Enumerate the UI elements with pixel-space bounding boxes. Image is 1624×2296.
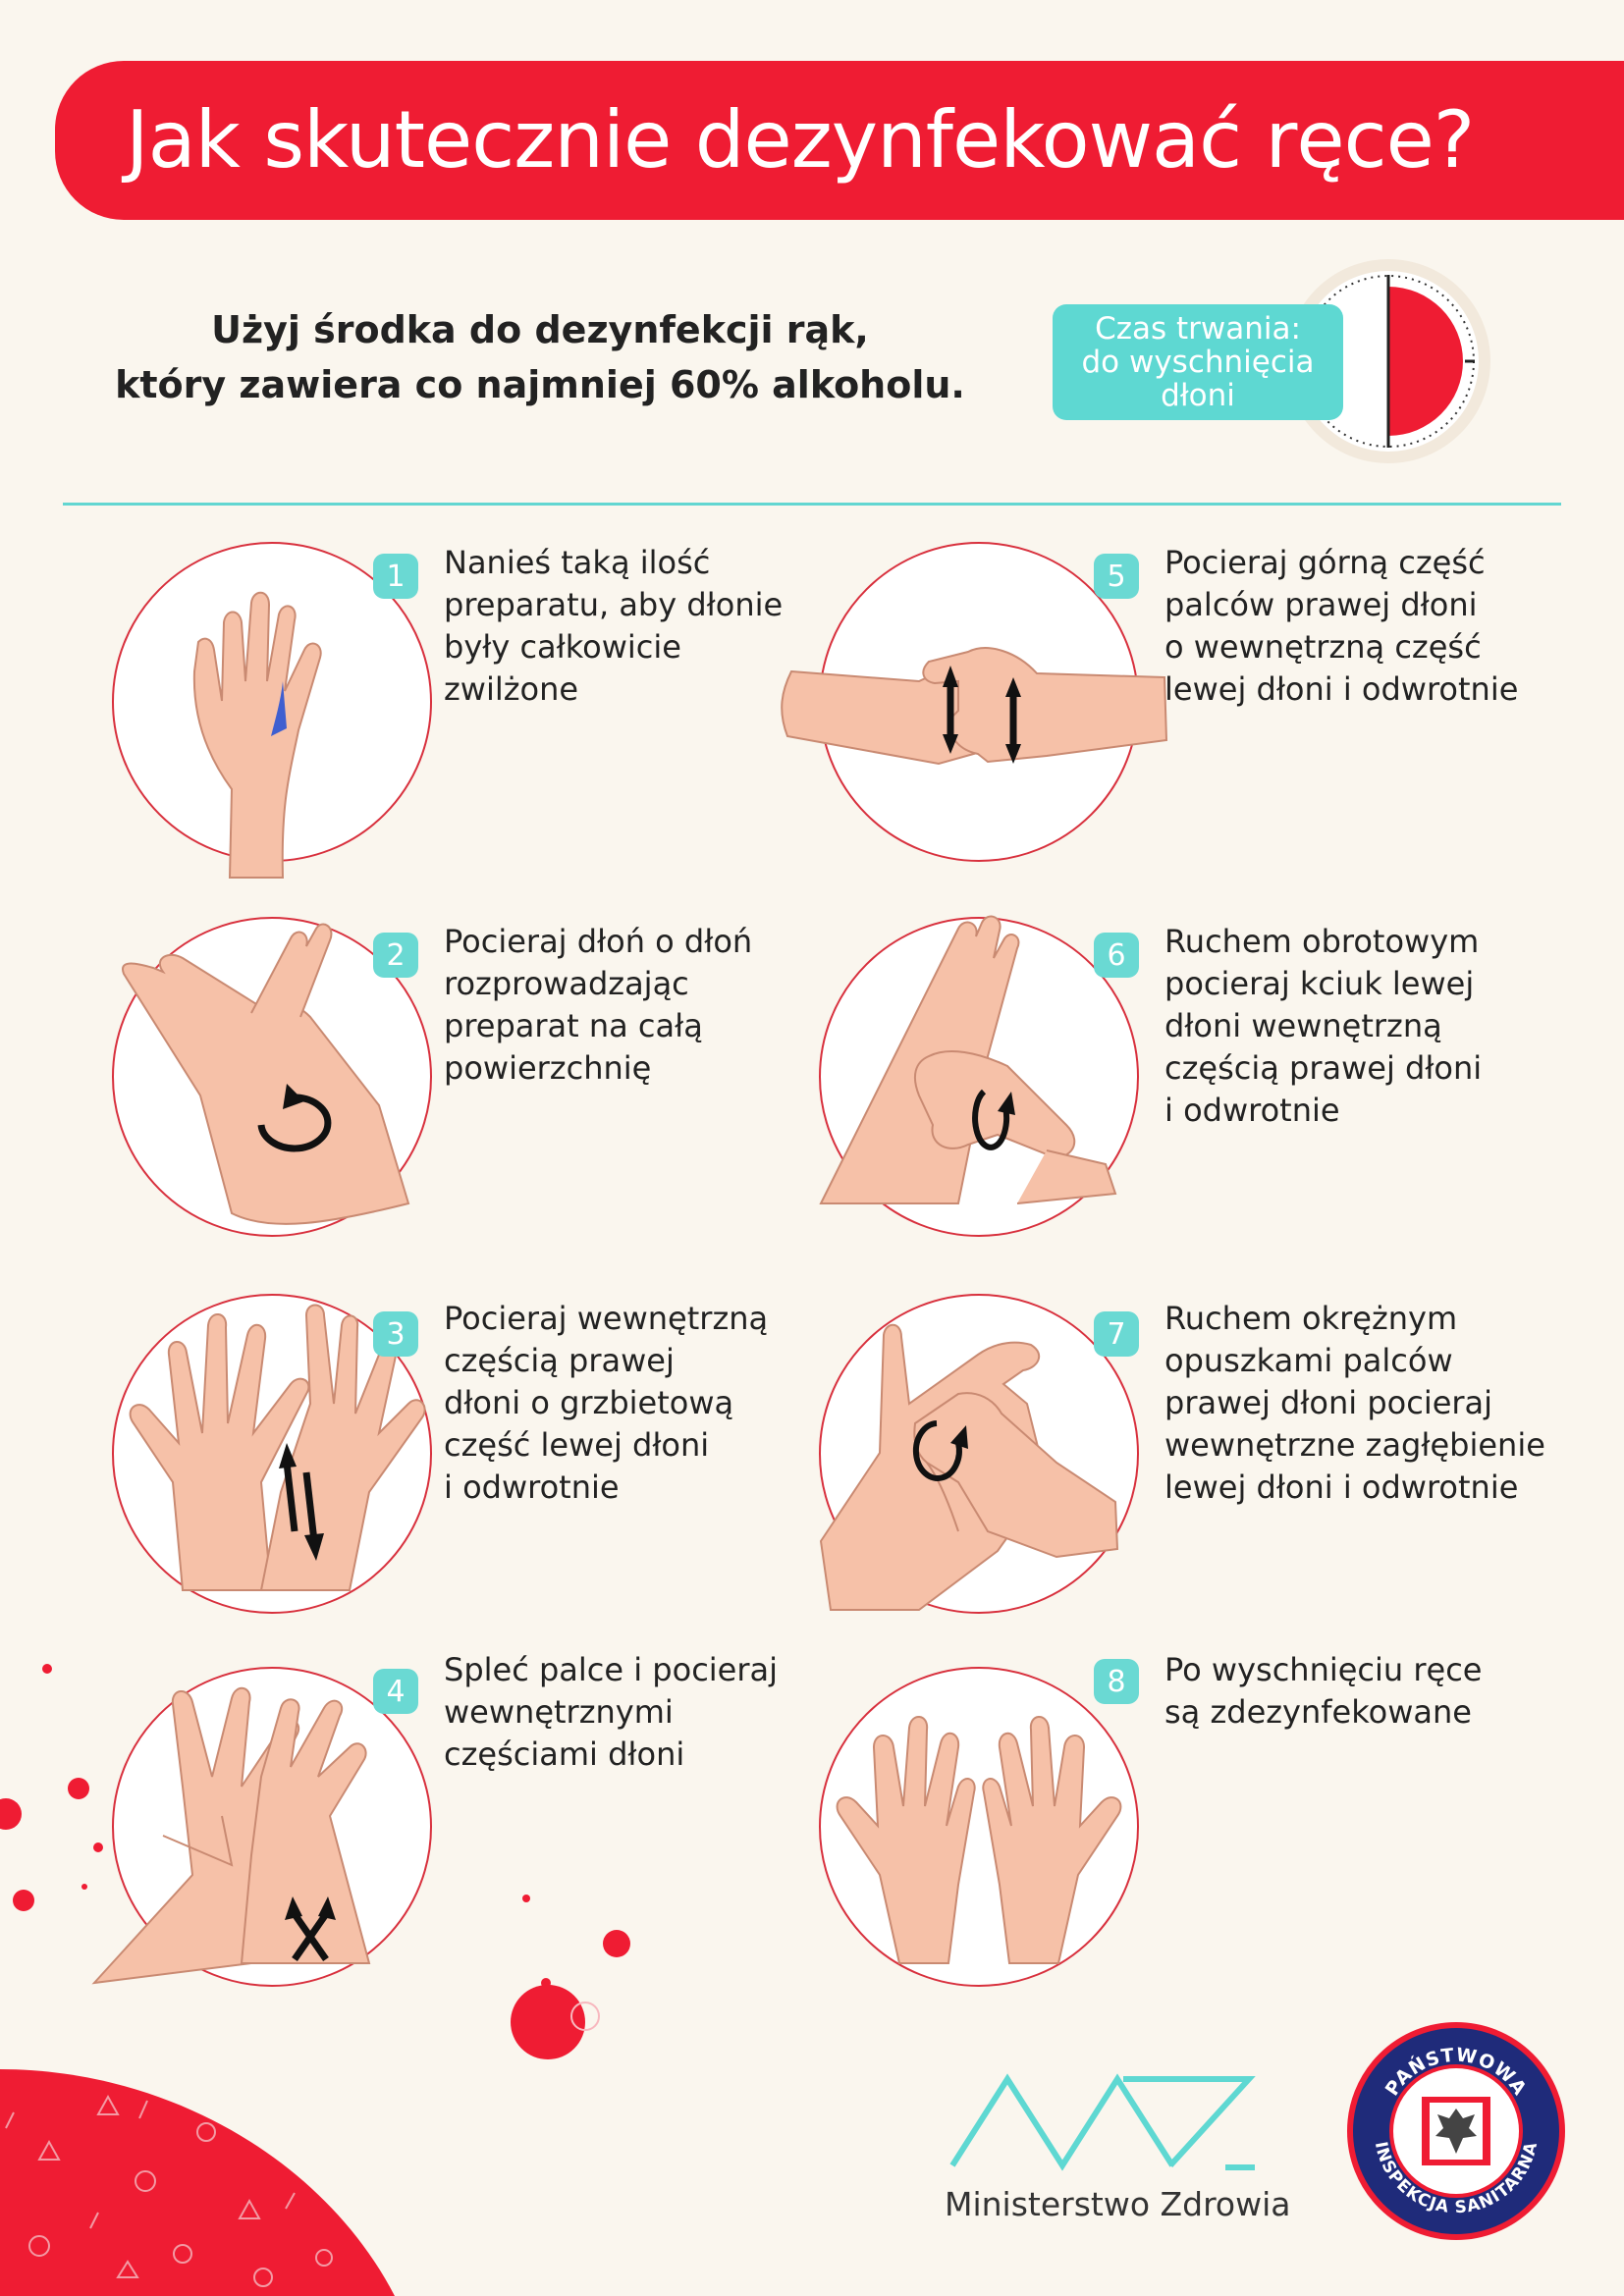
step-8-line: Po wyschnięciu ręce [1164, 1651, 1483, 1688]
step-8-text: Po wyschnięciu ręce są zdezynfekowane [1164, 1649, 1482, 1734]
step-6-illustration [819, 915, 1139, 1237]
step-1-text: Nanieś taką ilość preparatu, aby dłonie … [444, 542, 783, 711]
step-7-line: prawej dłoni pocieraj [1164, 1384, 1493, 1421]
step-2-line: powierzchnię [444, 1049, 652, 1087]
step-3-line: i odwrotnie [444, 1468, 620, 1506]
step-7-line: wewnętrzne zagłębienie [1164, 1426, 1545, 1464]
step-3-line: część lewej dłoni [444, 1426, 710, 1464]
title-banner: Jak skutecznie dezynfekować ręce? [55, 61, 1624, 220]
step-5-line: lewej dłoni i odwrotnie [1164, 670, 1519, 708]
step-4-line: Spleć palce i pocieraj [444, 1651, 779, 1688]
ministry-logo-icon [949, 2073, 1256, 2171]
step-4-text: Spleć palce i pocieraj wewnętrznymi częś… [444, 1649, 778, 1776]
interlaced-fingers-icon [91, 1687, 371, 1985]
sanitary-inspection-seal-icon: PAŃSTWOWA INSPEKCJA SANITARNA [1347, 2022, 1565, 2240]
step-1-line: preparatu, aby dłonie [444, 586, 784, 623]
step-1-line: Nanieś taką ilość [444, 544, 711, 581]
step-1-line: były całkowicie [444, 628, 681, 666]
step-4-illustration [91, 1667, 432, 1987]
duration-line-2: do wyschnięcia [1081, 345, 1315, 380]
step-8-line: są zdezynfekowane [1164, 1693, 1472, 1731]
step-6-line: dłoni wewnętrzną [1164, 1007, 1442, 1044]
step-3-number: 3 [373, 1311, 418, 1357]
step-4-number: 4 [373, 1669, 418, 1714]
step-5-number: 5 [1094, 554, 1139, 599]
divider [63, 503, 1561, 506]
hand-with-gel-icon [192, 591, 322, 879]
intro-line-2: który zawiera co najmniej 60% alkoholu. [115, 363, 965, 406]
step-6-number: 6 [1094, 933, 1139, 978]
step-2-text: Pocieraj dłoń o dłoń rozprowadzając prep… [444, 921, 752, 1090]
step-7-line: Ruchem okrężnym [1164, 1300, 1458, 1337]
step-2-line: rozprowadzając [444, 965, 689, 1002]
duration-line-1: Czas trwania: [1095, 311, 1301, 347]
step-6-line: Ruchem obrotowym [1164, 923, 1480, 960]
step-2-line: preparat na całą [444, 1007, 703, 1044]
step-5-illustration [781, 542, 1168, 862]
step-5-line: Pocieraj górną część [1164, 544, 1486, 581]
step-7-text: Ruchem okrężnym opuszkami palców prawej … [1164, 1298, 1545, 1509]
palm-over-back-icon [129, 1304, 426, 1591]
step-3-text: Pocieraj wewnętrzną częścią prawej dłoni… [444, 1298, 768, 1509]
page-title: Jak skutecznie dezynfekować ręce? [126, 94, 1475, 186]
intro-line-1: Użyj środka do dezynfekcji rąk, [211, 308, 869, 351]
step-6-line: pocieraj kciuk lewej [1164, 965, 1475, 1002]
step-4-line: częściami dłoni [444, 1735, 685, 1773]
step-6-text: Ruchem obrotowym pocieraj kciuk lewej dł… [1164, 921, 1482, 1132]
step-6-line: częścią prawej dłoni [1164, 1049, 1483, 1087]
thumb-rotation-icon [819, 915, 1117, 1204]
step-5-line: palców prawej dłoni [1164, 586, 1478, 623]
step-6-line: i odwrotnie [1164, 1092, 1340, 1129]
step-5-text: Pocieraj górną część palców prawej dłoni… [1164, 542, 1518, 711]
step-3-line: dłoni o grzbietową [444, 1384, 734, 1421]
duration-badge: Czas trwania: do wyschnięcia dłoni [1053, 304, 1343, 420]
interlocked-fingers-icon [781, 647, 1168, 766]
step-2-number: 2 [373, 933, 418, 978]
step-7-line: lewej dłoni i odwrotnie [1164, 1468, 1519, 1506]
fingertips-circular-icon [819, 1323, 1119, 1611]
step-7-number: 7 [1094, 1311, 1139, 1357]
palm-to-palm-icon [122, 923, 410, 1225]
step-3-line: częścią prawej [444, 1342, 675, 1379]
step-7-line: opuszkami palców [1164, 1342, 1453, 1379]
step-1-number: 1 [373, 554, 418, 599]
duration-line-3: dłoni [1161, 378, 1235, 413]
clean-hands-icon [836, 1716, 1122, 1964]
step-2-line: Pocieraj dłoń o dłoń [444, 923, 753, 960]
ministry-label: Ministerstwo Zdrowia [945, 2185, 1291, 2223]
step-5-line: o wewnętrzną część [1164, 628, 1482, 666]
step-7-illustration [819, 1294, 1139, 1614]
intro-text: Użyj środka do dezynfekcji rąk, który za… [108, 302, 972, 412]
step-8-number: 8 [1094, 1659, 1139, 1704]
step-4-line: wewnętrznymi [444, 1693, 674, 1731]
step-1-line: zwilżone [444, 670, 579, 708]
step-8-illustration [819, 1667, 1139, 1987]
step-3-line: Pocieraj wewnętrzną [444, 1300, 769, 1337]
